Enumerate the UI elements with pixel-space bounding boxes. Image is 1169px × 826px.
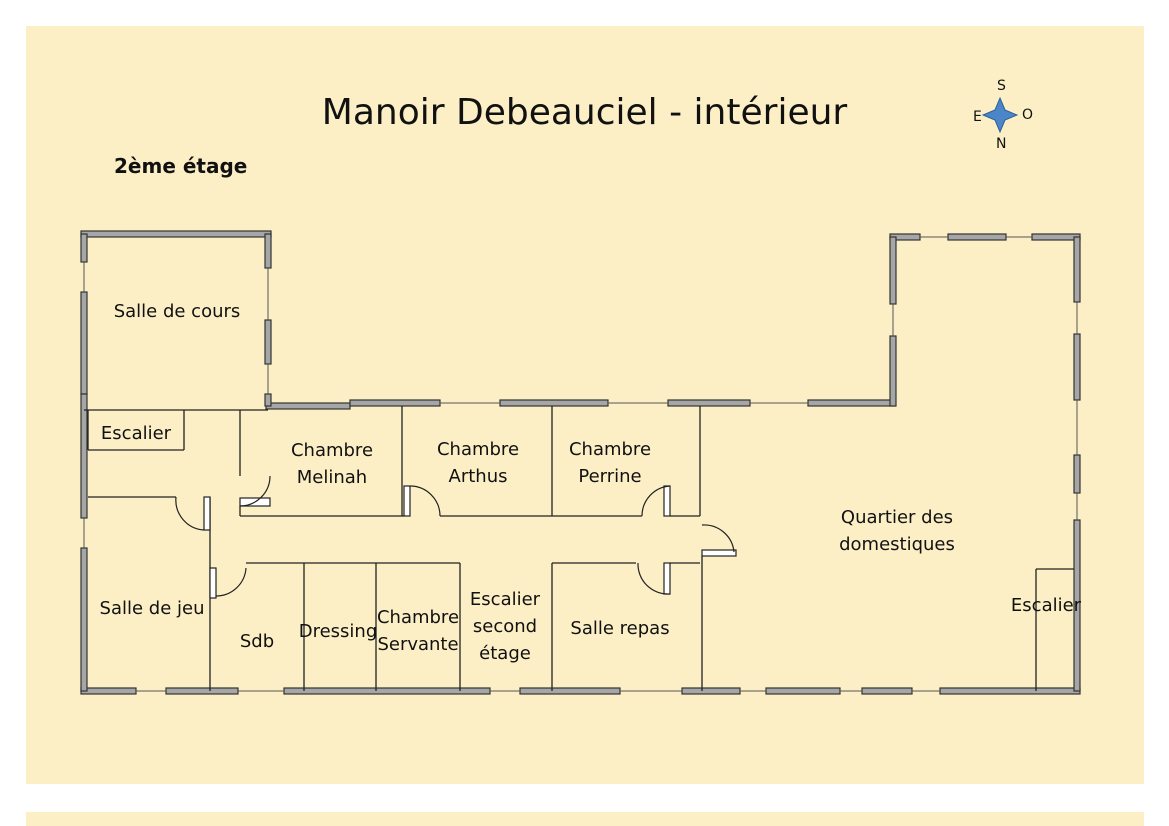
door-swing xyxy=(409,485,441,517)
compass-north: N xyxy=(996,136,1007,152)
door-swing xyxy=(239,475,271,507)
wall-segment xyxy=(264,393,272,407)
wall-segment xyxy=(349,399,441,407)
wall-segment xyxy=(939,687,1081,695)
room-salle-de-jeu: Salle de jeu xyxy=(99,598,205,619)
wall-segment xyxy=(1031,233,1081,241)
wall-segment xyxy=(264,319,272,365)
wall-segment xyxy=(165,687,239,695)
wall-segment xyxy=(80,687,137,695)
floor-label: 2ème étage xyxy=(114,154,248,178)
room-escalier-east: Escalier xyxy=(1010,595,1082,616)
room-salle-repas: Salle repas xyxy=(570,618,670,639)
room-dressing: Dressing xyxy=(298,621,378,642)
door-swing xyxy=(701,524,735,553)
door-swing xyxy=(175,496,205,531)
wall-segment xyxy=(519,687,621,695)
door-leaf xyxy=(663,485,671,517)
door-leaf xyxy=(701,549,737,557)
footer-band xyxy=(26,812,1144,826)
wall-segment xyxy=(1073,454,1081,494)
room-chambre-perrine: Chambre Perrine xyxy=(568,439,652,487)
wall-segment xyxy=(80,291,88,395)
wall-segment xyxy=(807,399,896,407)
room-escalier-second: Escalier second étage xyxy=(469,589,541,664)
wall-segment xyxy=(861,687,913,695)
compass-south: S xyxy=(997,78,1006,94)
wall-segment xyxy=(80,547,88,692)
wall-segment xyxy=(283,687,491,695)
room-escalier-west: Escalier xyxy=(100,423,172,444)
wall-segment xyxy=(264,233,272,269)
wall-segment xyxy=(499,399,609,407)
compass-west: O xyxy=(1022,107,1034,123)
wall-segment xyxy=(265,402,351,410)
room-quartier-domestiques: Quartier des domestiques xyxy=(839,507,955,555)
wall-segment xyxy=(889,335,897,407)
door-swing xyxy=(215,567,247,597)
door-leaf xyxy=(663,562,671,595)
wall-segment xyxy=(80,393,88,519)
door-swing xyxy=(641,485,671,517)
compass-star-icon xyxy=(981,96,1019,134)
room-chambre-servante: Chambre Servante xyxy=(376,607,460,655)
door-leaf xyxy=(203,496,211,531)
wall-segment xyxy=(681,687,741,695)
wall-segment xyxy=(667,399,751,407)
wall-segment xyxy=(765,687,841,695)
compass-east: E xyxy=(973,109,982,125)
room-sdb: Sdb xyxy=(239,631,275,652)
door-leaf xyxy=(209,567,217,599)
door-swing xyxy=(637,562,671,595)
walls xyxy=(80,230,1081,695)
room-chambre-melinah: Chambre Melinah xyxy=(290,440,374,488)
compass-icon xyxy=(981,96,1019,134)
wall-segment xyxy=(947,233,1007,241)
room-salle-de-cours: Salle de cours xyxy=(113,301,241,322)
room-chambre-arthus: Chambre Arthus xyxy=(436,439,520,487)
wall-segment xyxy=(1073,236,1081,303)
doors xyxy=(175,475,737,599)
page-title: Manoir Debeauciel - intérieur xyxy=(321,92,848,133)
wall-segment xyxy=(1073,333,1081,401)
wall-segment xyxy=(80,230,272,238)
wall-segment xyxy=(889,236,897,305)
wall-segment xyxy=(80,233,88,263)
door-leaf xyxy=(403,485,411,517)
